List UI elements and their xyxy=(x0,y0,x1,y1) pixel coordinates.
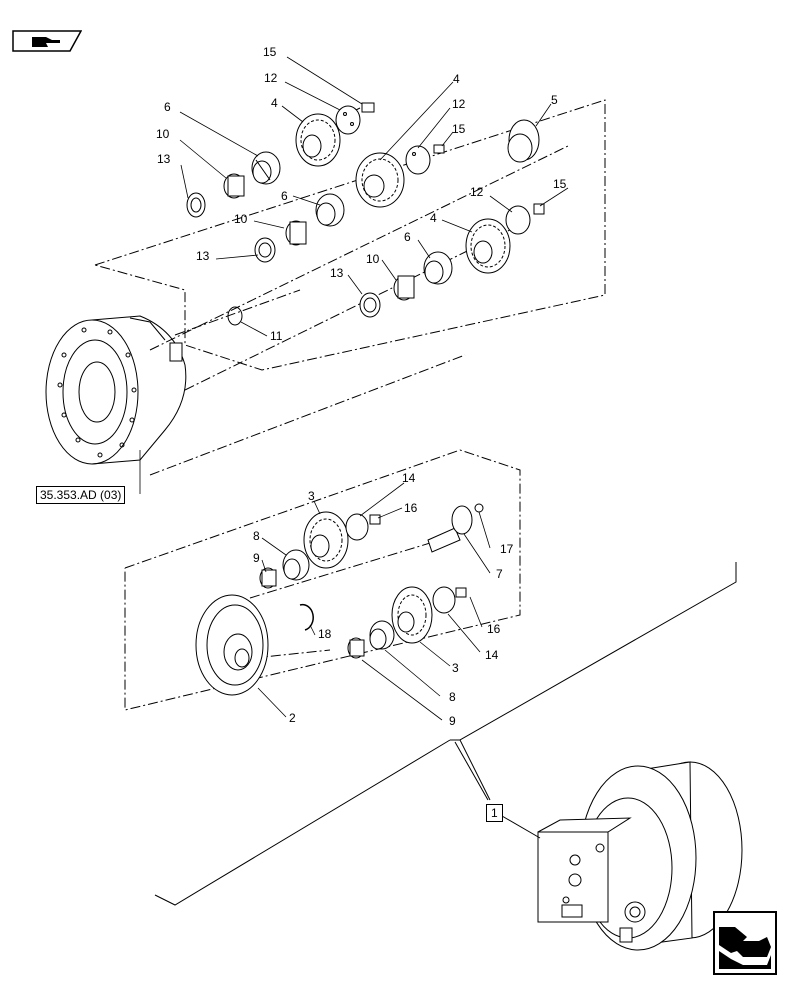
callout-11: 11 xyxy=(270,329,283,343)
callout-15: 15 xyxy=(263,45,277,59)
callout-10: 10 xyxy=(234,212,248,226)
planet-gear-4-c xyxy=(465,218,511,274)
needle-bearing-6-c xyxy=(423,251,453,285)
thrust-washer-13-b xyxy=(254,237,276,263)
callout-13: 13 xyxy=(330,266,344,280)
planet-gear-4-a xyxy=(295,113,341,167)
callout-18: 18 xyxy=(318,627,332,641)
next-page-icon[interactable] xyxy=(713,911,777,975)
assembly-boundary xyxy=(154,562,737,906)
callout-15: 15 xyxy=(553,177,567,191)
planet-carrier-2 xyxy=(195,594,269,696)
callout-14: 14 xyxy=(402,471,416,485)
bushing-10-a xyxy=(223,173,245,199)
callout-14: 14 xyxy=(485,648,499,662)
needle-bearing-8-b xyxy=(369,620,395,650)
callout-12: 12 xyxy=(470,185,484,199)
thrust-washer-13-a xyxy=(186,192,206,218)
thrust-washer-13-c xyxy=(359,292,381,318)
callout-5: 5 xyxy=(551,93,558,107)
callout-10: 10 xyxy=(366,252,380,266)
callout-4: 4 xyxy=(453,72,460,86)
page-reference-link[interactable]: 35.353.AD (03) xyxy=(36,486,126,504)
ball-17 xyxy=(474,503,484,513)
lock-plate-14-b xyxy=(432,586,456,614)
needle-bearing-6-b xyxy=(315,193,345,227)
callout-16: 16 xyxy=(487,622,501,636)
bolt-15-c xyxy=(533,203,545,215)
lock-plate-14-a xyxy=(345,513,369,541)
callout-16: 16 xyxy=(404,501,418,515)
sheet-flag-icon[interactable] xyxy=(12,30,82,52)
callout-9: 9 xyxy=(449,714,456,728)
callout-9: 9 xyxy=(253,551,260,565)
bushing-10-c xyxy=(393,275,415,301)
snap-ring-11 xyxy=(227,306,243,326)
lock-plate-12-b xyxy=(405,145,431,175)
callout-12: 12 xyxy=(452,97,466,111)
snap-ring-18 xyxy=(299,603,314,631)
callout-13: 13 xyxy=(196,249,210,263)
planet-gear-3-b xyxy=(391,586,433,644)
callout-7: 7 xyxy=(496,567,503,581)
lock-plate-12-a xyxy=(335,105,361,135)
lower-assembly-frame xyxy=(124,354,521,711)
pinion-shaft-7 xyxy=(427,505,473,553)
planet-gear-4-b xyxy=(355,152,405,208)
needle-bearing-8-a xyxy=(282,549,310,581)
lock-plate-12-c xyxy=(505,205,531,235)
callout-13: 13 xyxy=(157,152,171,166)
callout-6: 6 xyxy=(164,100,171,114)
bushing-9-b xyxy=(347,637,365,659)
sun-gear-5 xyxy=(507,119,540,163)
travel-motor-image xyxy=(537,761,743,951)
housing-flange xyxy=(45,315,187,465)
callout-17: 17 xyxy=(500,542,514,556)
leader-lines xyxy=(139,56,569,721)
callout-labels: 15 12 4 6 10 13 4 12 15 5 6 10 13 12 15 … xyxy=(156,45,567,728)
callout-12: 12 xyxy=(264,71,278,85)
callout-10: 10 xyxy=(156,127,170,141)
upper-assembly-frame xyxy=(94,99,606,391)
callout-4: 4 xyxy=(430,211,437,225)
bolt-16-b xyxy=(455,587,467,598)
callout-6: 6 xyxy=(281,189,288,203)
callout-8: 8 xyxy=(449,690,456,704)
assembly-reference-link[interactable]: 1 xyxy=(486,804,503,822)
callout-4: 4 xyxy=(271,96,278,110)
bolt-15-b xyxy=(433,144,445,154)
callout-8: 8 xyxy=(253,529,260,543)
callout-15: 15 xyxy=(452,122,466,136)
callout-6: 6 xyxy=(404,230,411,244)
bolt-16-a xyxy=(369,514,381,525)
callout-3: 3 xyxy=(452,661,459,675)
bushing-10-b xyxy=(285,220,307,246)
bushing-9-a xyxy=(259,567,277,589)
callout-2: 2 xyxy=(289,711,296,725)
needle-bearing-6-a xyxy=(251,151,281,185)
callout-3: 3 xyxy=(308,489,315,503)
planet-gear-3-a xyxy=(303,511,349,569)
